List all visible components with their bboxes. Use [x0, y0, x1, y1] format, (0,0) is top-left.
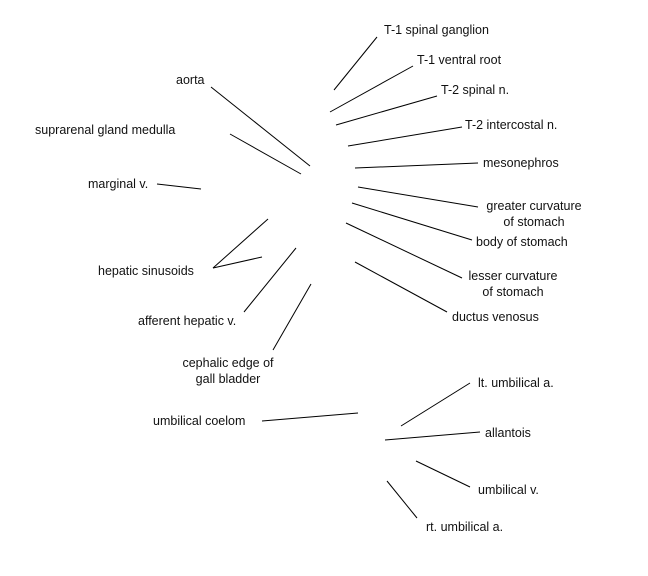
label-cephalic-edge-line2: gall bladder: [195, 372, 261, 386]
leader-lt-umbilical-a: [400, 382, 471, 427]
label-cephalic-edge-line1: cephalic edge of: [182, 356, 274, 370]
label-lesser-curvature: lesser curvature of stomach: [464, 268, 562, 300]
leader-marginal-v: [156, 183, 202, 190]
label-lesser-curvature-line2: of stomach: [482, 285, 544, 299]
leader-mesonephros: [354, 162, 479, 169]
label-afferent-hepatic-v: afferent hepatic v.: [138, 314, 237, 328]
label-mesonephros: mesonephros: [483, 156, 559, 170]
label-umbilical-coelom: umbilical coelom: [153, 414, 246, 428]
leader-umbilical-v: [415, 460, 471, 488]
label-t1-spinal-ganglion: T-1 spinal ganglion: [384, 23, 489, 37]
leader-t1-ventral-root: [329, 65, 414, 113]
leader-greater-curvature: [357, 186, 479, 208]
label-lt-umbilical-a: lt. umbilical a.: [478, 376, 554, 390]
label-allantois: allantois: [485, 426, 531, 440]
leader-t2-intercostal-n: [347, 126, 463, 147]
label-aorta: aorta: [176, 73, 205, 87]
leader-aorta: [210, 86, 311, 167]
label-lesser-curvature-line1: lesser curvature: [468, 269, 558, 283]
leader-afferent-hepatic-v: [243, 247, 297, 313]
leader-suprarenal: [229, 133, 302, 175]
label-suprarenal-gland-medulla: suprarenal gland medulla: [35, 123, 176, 137]
label-greater-curvature-line1: greater curvature: [486, 199, 582, 213]
label-t1-ventral-root: T-1 ventral root: [417, 53, 502, 67]
label-umbilical-v: umbilical v.: [478, 483, 539, 497]
leader-hepatic-sinusoids-a: [212, 218, 269, 269]
label-rt-umbilical-a: rt. umbilical a.: [426, 520, 504, 534]
label-marginal-v: marginal v.: [88, 177, 149, 191]
leader-lesser-curvature: [345, 222, 463, 279]
leader-t1-spinal-ganglion: [333, 36, 378, 91]
label-greater-curvature-line2: of stomach: [503, 215, 565, 229]
leader-body-of-stomach: [351, 202, 473, 241]
leader-t2-spinal-n: [335, 95, 438, 126]
leader-rt-umbilical-a: [386, 480, 418, 519]
leader-umbilical-coelom: [261, 412, 359, 422]
leader-ductus-venosus: [354, 261, 448, 313]
label-ductus-venosus: ductus venosus: [452, 310, 539, 324]
leader-hepatic-sinusoids-b: [212, 256, 263, 269]
label-body-of-stomach: body of stomach: [476, 235, 568, 249]
leader-cephalic-edge: [272, 283, 312, 351]
label-greater-curvature: greater curvature of stomach: [480, 198, 588, 230]
leader-allantois: [384, 431, 481, 441]
label-t2-spinal-n: T-2 spinal n.: [441, 83, 510, 97]
label-hepatic-sinusoids: hepatic sinusoids: [98, 264, 194, 278]
label-t2-intercostal-n: T-2 intercostal n.: [465, 118, 558, 132]
label-cephalic-edge: cephalic edge of gall bladder: [170, 355, 286, 387]
